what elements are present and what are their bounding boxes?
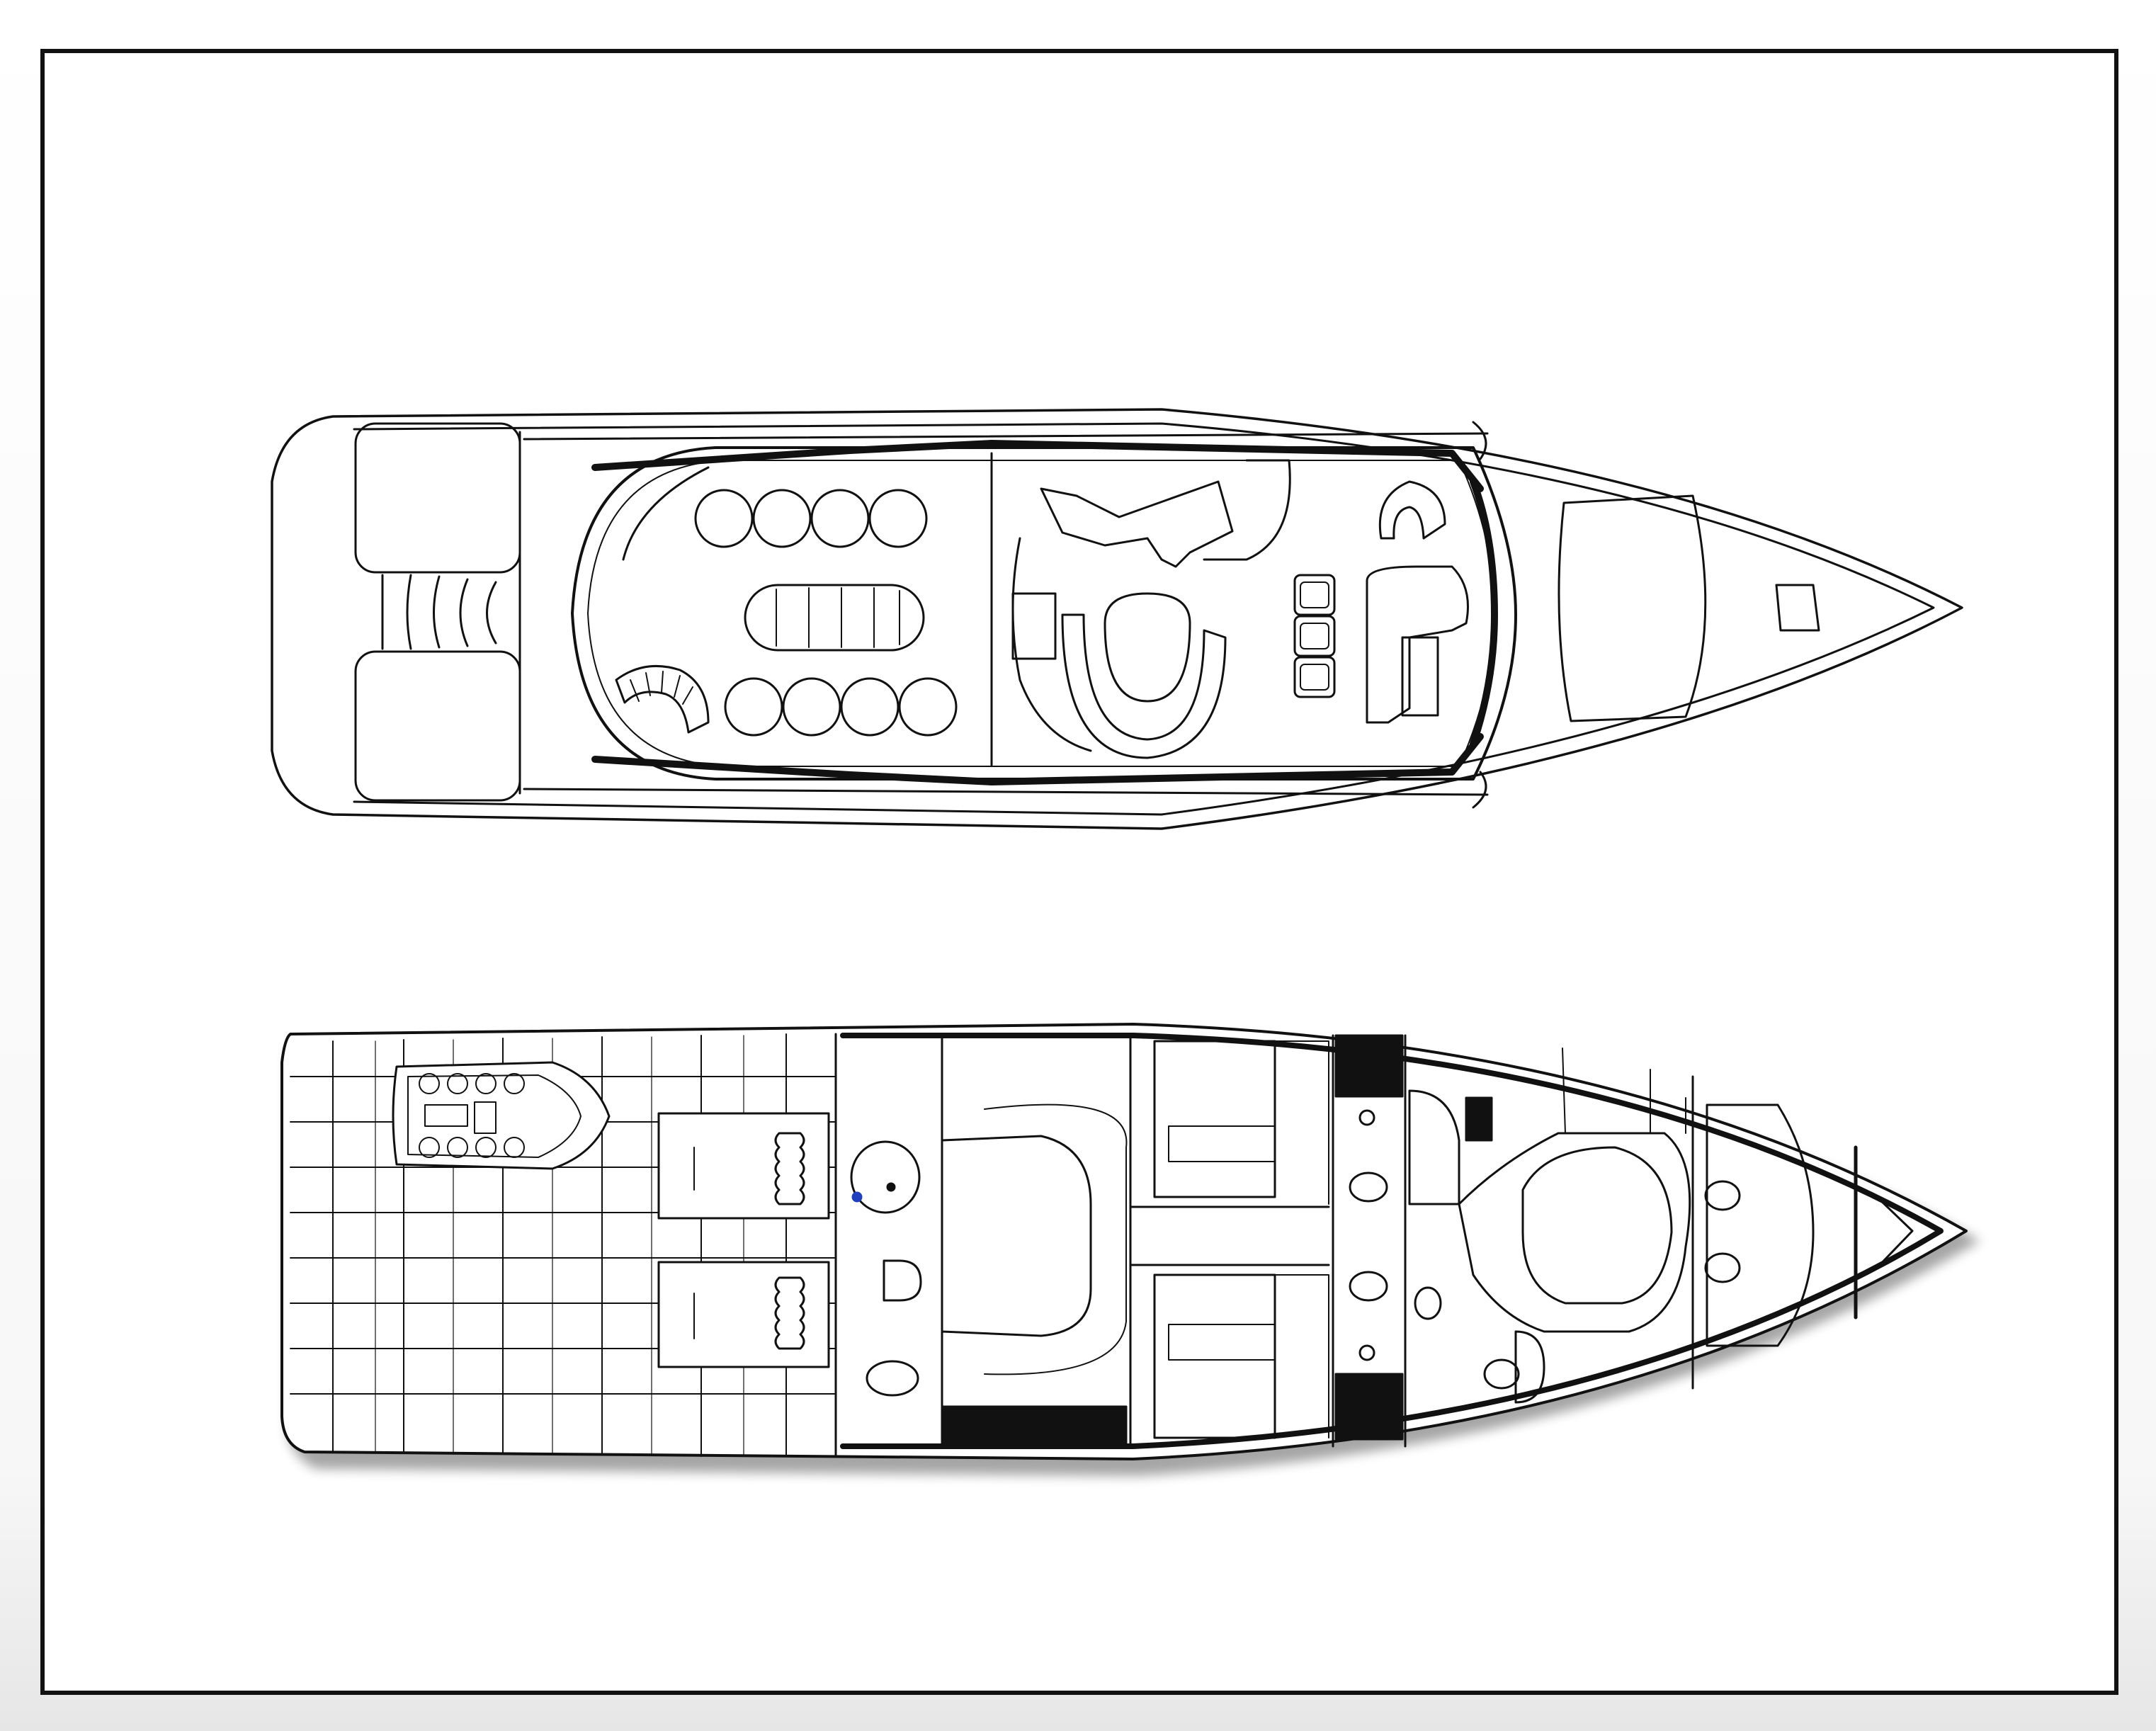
salon-sofa: [1061, 613, 1227, 759]
guest-bed-starboard: [1153, 1273, 1276, 1439]
vip-toilet: [1483, 1358, 1520, 1390]
forepeak-sink: [1704, 1252, 1741, 1283]
engine-port: [657, 1112, 830, 1220]
anchor-hatch: [1775, 584, 1820, 632]
sink-starboard: [1358, 1344, 1375, 1361]
foredeck-sunpad: [1558, 494, 1707, 722]
salon-armchair: [1011, 592, 1057, 660]
garage-grid: [290, 1033, 837, 1458]
engine-port-block: [774, 1132, 805, 1205]
forepeak-cabin: [1706, 1103, 1815, 1347]
stools-starboard: [724, 677, 958, 737]
vip-cabin-wall: [1562, 1048, 1686, 1134]
guest-heads-line: [1274, 1040, 1329, 1438]
bow-rail-port: [1472, 421, 1487, 460]
bow-rail-starboard: [1472, 771, 1487, 809]
dining-table: [744, 584, 925, 652]
forward-lounge: [1366, 565, 1469, 724]
windscreen: [1470, 478, 1498, 747]
master-toilet: [883, 1259, 922, 1302]
main-deck-gunwale: [353, 422, 1935, 816]
master-black-panel: [941, 1405, 1128, 1448]
guest-bed-starboard-inner: [1168, 1324, 1276, 1361]
vip-sink: [1414, 1286, 1442, 1320]
guest-cabins-divider: [1129, 1205, 1330, 1266]
side-deck-line-starboard: [523, 788, 1489, 796]
aft-steps: [381, 574, 497, 650]
guest-bed-port-inner: [1168, 1125, 1276, 1162]
helm-console: [1040, 480, 1234, 568]
spiral-stair-forward: [1378, 480, 1446, 540]
lower-deck-plan: [280, 1023, 1968, 1460]
stools-port: [694, 489, 928, 548]
main-deck-plan: [271, 408, 1963, 830]
toilet-port: [1349, 1171, 1388, 1203]
master-bath-tub-drain: [886, 1182, 896, 1192]
forepeak-toilet: [1704, 1180, 1741, 1211]
master-sink: [866, 1360, 919, 1397]
head-block-port: [1334, 1034, 1404, 1098]
master-bed-frame: [984, 1103, 1128, 1375]
spiral-stair-aft-steps: [630, 671, 693, 705]
bulwark-starboard: [591, 733, 1484, 785]
cockpit-seat-aft: [622, 466, 710, 561]
main-deck-hull-outline: [271, 408, 1963, 830]
tender-inner: [407, 1074, 581, 1158]
tender-seats: [419, 1073, 525, 1158]
master-bath-tub: [850, 1140, 921, 1214]
dining-table-slats: [776, 587, 900, 648]
galley-counter: [1203, 459, 1291, 561]
engine-starboard-block: [774, 1276, 805, 1350]
head-block-starboard: [1334, 1373, 1404, 1441]
toilet-starboard: [1349, 1271, 1388, 1302]
guest-bed-port: [1153, 1040, 1276, 1198]
sink-port: [1358, 1109, 1375, 1126]
companionway-stair: [1408, 1089, 1460, 1205]
vip-cabin-outline: [1458, 1132, 1691, 1333]
salon-coffee-table: [1103, 592, 1191, 703]
helm-curve: [1011, 537, 1092, 752]
salon-oval: [571, 446, 1517, 781]
tender: [392, 1061, 611, 1170]
master-bath-tap: [851, 1191, 863, 1203]
chain-locker: [1876, 1196, 1914, 1269]
side-deck-line-port: [523, 432, 1489, 441]
vip-shower: [1514, 1330, 1545, 1404]
forward-seats: [1293, 574, 1336, 698]
bulwark-port: [591, 440, 1484, 492]
vip-bed: [1521, 1146, 1673, 1305]
head-block-mid: [1465, 1096, 1493, 1142]
master-bed: [941, 1135, 1092, 1337]
lower-deck-hull-inner: [840, 1033, 1944, 1449]
forward-lounge-chair: [1401, 636, 1439, 717]
heads-bulkhead: [1332, 1034, 1407, 1448]
